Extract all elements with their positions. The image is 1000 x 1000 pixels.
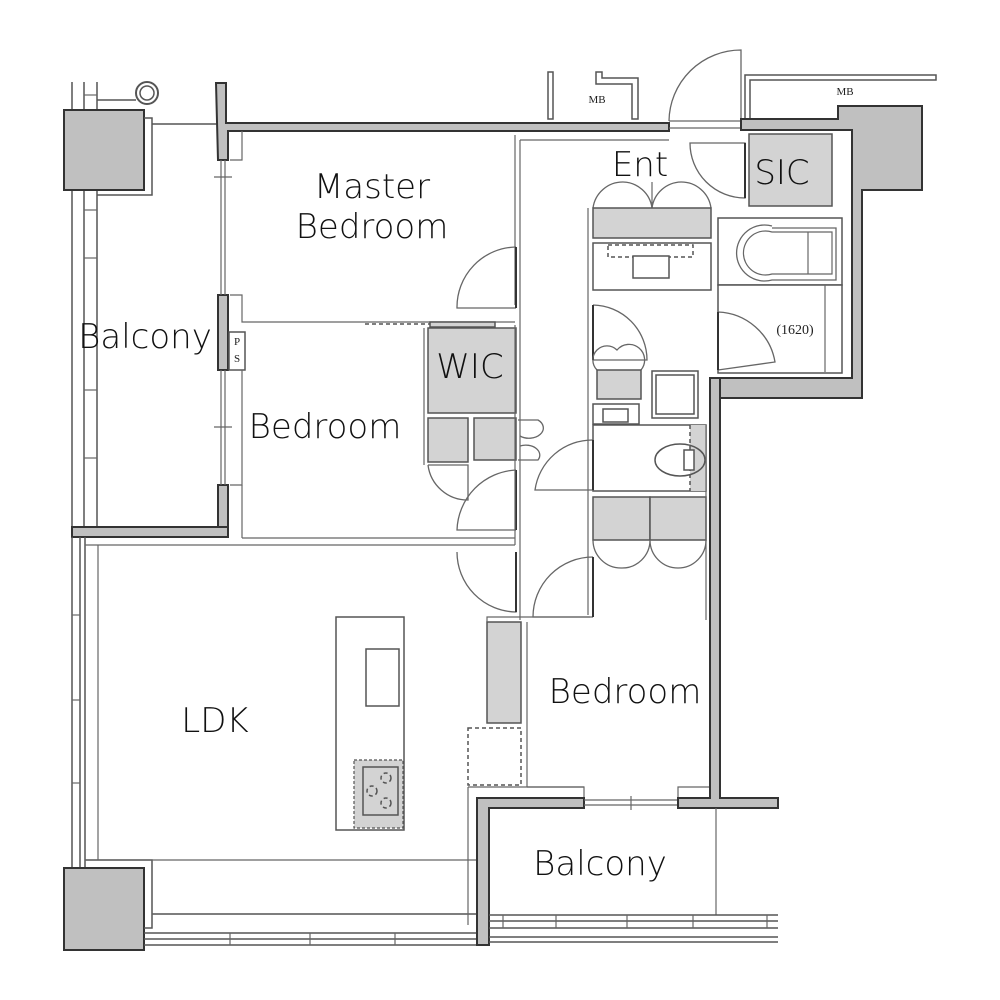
room-label-ldk: LDK	[181, 701, 248, 741]
door-wic[interactable]	[427, 464, 469, 501]
ps-label-s: S	[234, 353, 240, 365]
door-washroom[interactable]	[592, 304, 648, 361]
burner-icon	[366, 785, 378, 797]
column-southwest	[63, 867, 145, 951]
door-ldk[interactable]	[456, 551, 517, 613]
meter-box-label-left: MB	[588, 94, 605, 106]
walk-in-closet	[427, 327, 517, 414]
room-label-entrance: Ent	[612, 145, 668, 185]
room-label-wic: WIC	[436, 347, 503, 387]
door-entrance[interactable]	[668, 49, 742, 122]
room-label-master-bedroom-1: Master	[314, 167, 430, 207]
room-label-bedroom-south: Bedroom	[549, 672, 702, 712]
meter-box-label-right: MB	[836, 86, 853, 98]
pipe-space	[228, 331, 246, 371]
fridge-space	[467, 727, 522, 786]
east-wall	[677, 377, 779, 809]
sink	[365, 648, 400, 707]
ps-label-p: P	[234, 336, 240, 348]
bathtub	[735, 224, 837, 282]
burner-icon	[380, 772, 392, 784]
wash-basin	[632, 255, 670, 279]
room-label-balcony-west: Balcony	[78, 317, 212, 357]
burner-icon	[380, 797, 392, 809]
room-label-bedroom-west: Bedroom	[249, 407, 402, 447]
door-bedroom-west[interactable]	[456, 469, 517, 531]
column-northwest	[63, 109, 145, 191]
shoe-cabinet	[592, 207, 712, 239]
room-label-sic: SIC	[754, 153, 809, 193]
room-label-balcony-south: Balcony	[533, 844, 667, 884]
north-wall-east	[719, 105, 923, 399]
door-bathroom[interactable]	[717, 311, 776, 371]
toilet-icon	[654, 443, 706, 477]
door-sic[interactable]	[689, 142, 746, 199]
door-toilet[interactable]	[534, 439, 594, 491]
fridge-cabinet	[486, 621, 522, 724]
door-bedroom-south[interactable]	[532, 556, 594, 618]
door-master-bedroom[interactable]	[456, 246, 517, 309]
room-label-master-bedroom-2: Bedroom	[296, 207, 449, 247]
south-wall-west	[476, 797, 585, 946]
closet-doors[interactable]	[592, 539, 707, 569]
bath-size-label: (1620)	[776, 323, 814, 338]
drain-icon	[135, 81, 159, 105]
ldk-west-window	[71, 537, 515, 870]
shoe-in-closet	[748, 133, 833, 207]
